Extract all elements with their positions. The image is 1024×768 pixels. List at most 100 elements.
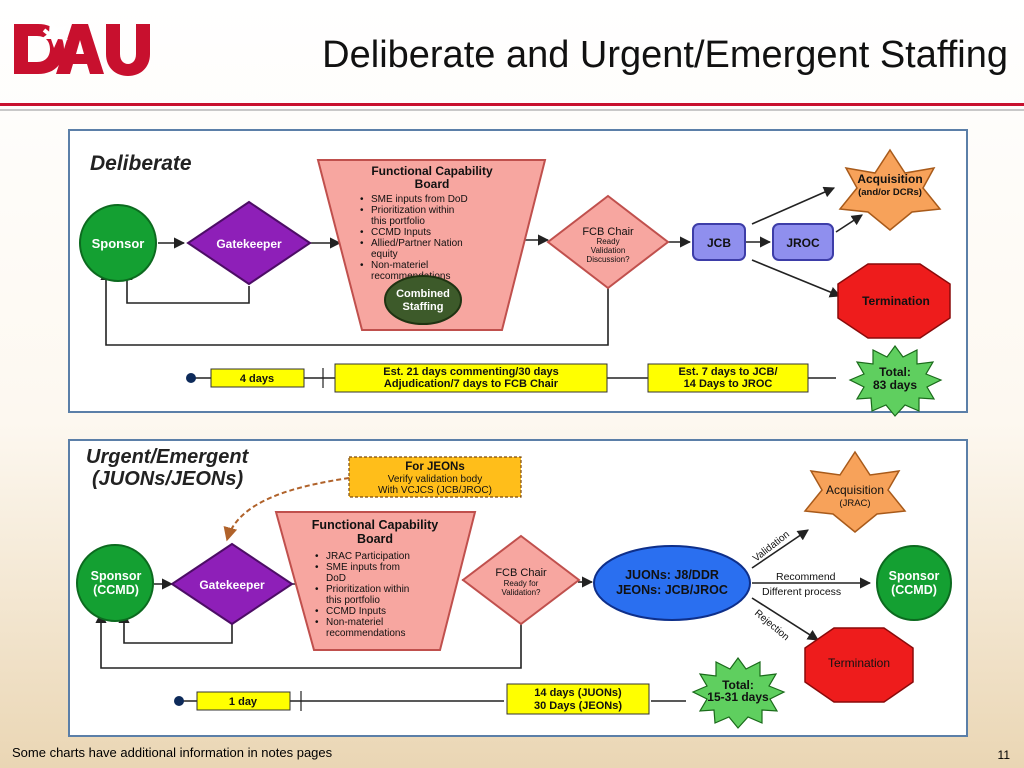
sponsor-ccmd-label: (CCMD) bbox=[93, 583, 139, 597]
jeons-note-text: With VCJCS (JCB/JROC) bbox=[378, 485, 492, 496]
juons-jeons-node bbox=[593, 545, 751, 621]
gatekeeper-label: Gatekeeper bbox=[216, 237, 282, 251]
page-number: 11 bbox=[997, 748, 1010, 762]
fcb-bullet-icon: • bbox=[315, 562, 319, 573]
total-burst bbox=[848, 344, 943, 417]
header-rule-red bbox=[0, 103, 1024, 106]
gatekeeper-node bbox=[170, 542, 294, 626]
timeline-text: 14 Days to JROC bbox=[684, 378, 773, 390]
different-process-label: Different process bbox=[762, 586, 841, 598]
jroc-label: JROC bbox=[786, 236, 820, 250]
jcb-label: JCB bbox=[707, 236, 731, 250]
fcb-bullet-icon: • bbox=[315, 617, 319, 628]
total-burst bbox=[691, 656, 786, 729]
jroc-node bbox=[772, 223, 834, 261]
fcb-item: SME inputs from DoD bbox=[371, 194, 468, 205]
timeline-text: Est. 21 days commenting/30 days bbox=[383, 366, 558, 378]
fcb-chair-node bbox=[546, 194, 670, 290]
footer-note: Some charts have additional information … bbox=[12, 745, 333, 760]
combined-staffing-node bbox=[384, 275, 462, 325]
sponsor-node bbox=[79, 204, 157, 282]
combined-staffing-label: Combined bbox=[396, 288, 450, 300]
jeons-note bbox=[348, 456, 522, 498]
fcb-chair-label: Validation? bbox=[502, 588, 542, 597]
fcb-item: Allied/Partner Nation bbox=[371, 238, 463, 249]
gatekeeper-node bbox=[186, 200, 312, 286]
termination-node bbox=[804, 627, 914, 703]
fcb-bullet-icon: • bbox=[360, 260, 364, 271]
timeline-text: 14 days (JUONs) bbox=[534, 687, 622, 699]
fcb-chair-node bbox=[461, 534, 581, 626]
fcb-item: JRAC Participation bbox=[326, 551, 410, 562]
fcb-chair-label: FCB Chair bbox=[582, 226, 634, 238]
combined-staffing-label: Staffing bbox=[403, 301, 444, 313]
timeline-text: 30 Days (JEONs) bbox=[534, 700, 622, 712]
fcb-item: equity bbox=[371, 249, 398, 260]
fcb-item: CCMD Inputs bbox=[326, 606, 386, 617]
star-icon bbox=[41, 20, 68, 48]
fcb-bullet-icon: • bbox=[360, 194, 364, 205]
fcb-bullet-icon: • bbox=[360, 205, 364, 216]
fcb-item: Non-materiel bbox=[371, 260, 428, 271]
total-label: Total: bbox=[879, 365, 911, 379]
timeline-text: 1 day bbox=[229, 696, 258, 708]
fcb-item: Non-materiel bbox=[326, 617, 383, 628]
timeline-box bbox=[647, 363, 809, 393]
jeons-note-text: Verify validation body bbox=[388, 474, 483, 485]
fcb-chair-label: Discussion? bbox=[586, 255, 630, 264]
termination-label: Termination bbox=[828, 656, 890, 670]
fcb-chair-label: Ready bbox=[596, 237, 619, 246]
juons-label: JUONs: J8/DDR bbox=[625, 568, 719, 582]
fcb-chair-label: Ready for bbox=[504, 579, 539, 588]
fcb-item: recommendations bbox=[326, 628, 405, 639]
fcb-item: Prioritization within bbox=[326, 584, 409, 595]
dau-logo bbox=[14, 20, 150, 76]
jeons-label: JEONs: JCB/JROC bbox=[616, 583, 728, 597]
fcb-node bbox=[316, 159, 547, 331]
sponsor-label: Sponsor bbox=[92, 236, 145, 251]
fcb-chair-label: Validation bbox=[591, 246, 626, 255]
fcb-item: this portfolio bbox=[371, 216, 425, 227]
jcb-node bbox=[692, 223, 746, 261]
sponsor-ccmd-label: Sponsor bbox=[91, 569, 142, 583]
fcb-node bbox=[274, 511, 477, 651]
total-label: 83 days bbox=[873, 378, 917, 392]
acquisition-label: (JRAC) bbox=[839, 498, 870, 509]
timeline-start bbox=[186, 373, 196, 383]
fcb-title: Board bbox=[415, 177, 450, 191]
header-rule-gray bbox=[0, 109, 1024, 111]
termination-label: Termination bbox=[862, 294, 930, 308]
gatekeeper-label: Gatekeeper bbox=[199, 578, 265, 592]
page-title: Deliberate and Urgent/Emergent Staffing bbox=[322, 34, 1008, 76]
acquisition-jrac-node bbox=[803, 450, 907, 533]
sponsor-ccmd-node bbox=[76, 544, 154, 622]
fcb-item: CCMD Inputs bbox=[371, 227, 431, 238]
fcb-item: Prioritization within bbox=[371, 205, 454, 216]
sponsor-ccmd-label: Sponsor bbox=[889, 569, 940, 583]
fcb-item: this portfolio bbox=[326, 595, 380, 606]
fcb-bullet-icon: • bbox=[315, 584, 319, 595]
timeline-box bbox=[506, 683, 650, 715]
timeline-box bbox=[334, 363, 608, 393]
fcb-title: Functional Capability bbox=[312, 518, 438, 532]
fcb-chair-label: FCB Chair bbox=[495, 567, 547, 579]
sponsor-ccmd-right-node bbox=[876, 545, 952, 621]
timeline-text: Est. 7 days to JCB/ bbox=[678, 366, 777, 378]
acquisition-label: Acquisition bbox=[826, 483, 884, 497]
acquisition-label: (and/or DCRs) bbox=[858, 187, 922, 198]
timeline-text: Adjudication/7 days to FCB Chair bbox=[384, 378, 559, 390]
fcb-title: Board bbox=[357, 532, 393, 546]
acquisition-label: Acquisition bbox=[857, 172, 922, 186]
fcb-bullet-icon: • bbox=[315, 606, 319, 617]
fcb-item: DoD bbox=[326, 573, 346, 584]
termination-node bbox=[837, 263, 951, 339]
fcb-title: Functional Capability bbox=[371, 164, 493, 178]
recommend-label: Recommend bbox=[776, 571, 836, 583]
fcb-bullet-icon: • bbox=[315, 551, 319, 562]
sponsor-ccmd-label: (CCMD) bbox=[891, 583, 937, 597]
fcb-item: SME inputs from bbox=[326, 562, 400, 573]
fcb-bullet-icon: • bbox=[360, 227, 364, 238]
timeline-start bbox=[174, 696, 184, 706]
total-label: 15-31 days bbox=[707, 690, 769, 704]
